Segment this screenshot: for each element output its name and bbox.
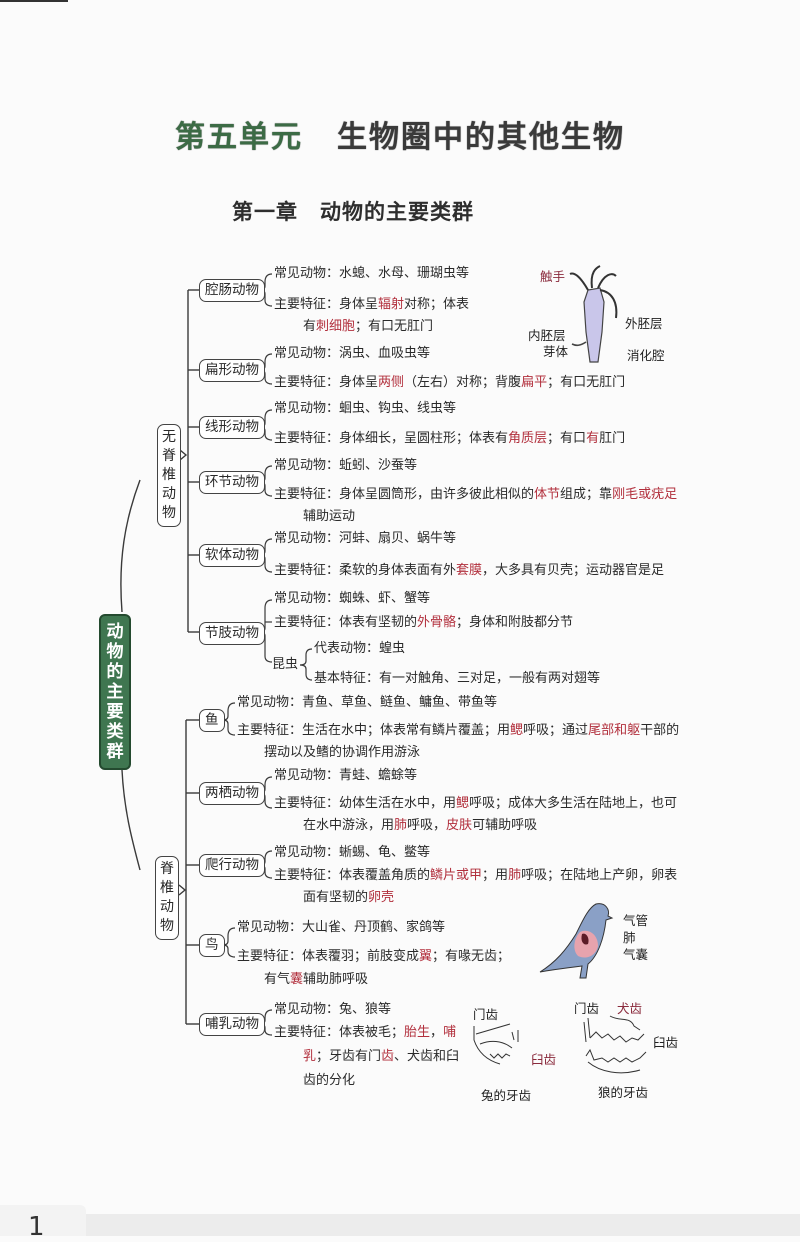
pigeon-label-airsac: 气囊 xyxy=(623,947,649,962)
reptilia-feature-2: 面有坚韧的卵壳 xyxy=(303,890,395,905)
rabbit-label-incisor: 门齿 xyxy=(473,1007,499,1022)
aves-feature-2: 有气囊辅助肺呼吸 xyxy=(264,972,369,987)
wolf-label-incisor: 门齿 xyxy=(574,1001,600,1016)
pigeon-illustration xyxy=(539,903,614,979)
chapter-title: 第一章动物的主要类群 xyxy=(232,196,474,226)
pigeon-label-lung: 肺 xyxy=(623,930,636,945)
hydra-illustration xyxy=(569,265,618,363)
arthropoda-feature-1: 主要特征：体表有坚韧的外骨骼；身体和附肢都分节 xyxy=(274,615,574,630)
reptilia-common: 常见动物：蜥蜴、龟、鳖等 xyxy=(274,845,431,860)
cnidaria-feature-1: 主要特征：身体呈辐射对称；体表 xyxy=(274,297,470,312)
amphibia-feature-1: 主要特征：幼体生活在水中，用鳃呼吸；成体大多生活在陆地上，也可 xyxy=(274,796,678,811)
aves-feature-1: 主要特征：体表覆羽；前肢变成翼；有喙无齿； xyxy=(237,949,511,964)
hydra-label-bud: 芽体 xyxy=(543,344,569,359)
rabbit-teeth-caption: 兔的牙齿 xyxy=(481,1088,532,1103)
wolf-teeth-caption: 狼的牙齿 xyxy=(598,1085,649,1100)
nematoda-feature-1: 主要特征：身体细长，呈圆柱形；体表有角质层；有口有肛门 xyxy=(274,431,626,446)
pigeon-label-trachea: 气管 xyxy=(623,913,649,928)
mammalia-feature-1: 主要特征：体表被毛；胎生，哺 xyxy=(274,1025,457,1040)
reptilia-feature-1: 主要特征：体表覆盖角质的鳞片或甲；用肺呼吸；在陆地上产卵，卵表 xyxy=(274,868,678,883)
hydra-label-tentacle: 触手 xyxy=(540,269,566,284)
insect-rep: 代表动物：蝗虫 xyxy=(314,641,406,656)
annelida-feature-2: 辅助运动 xyxy=(303,509,356,524)
node-annelida: 环节动物 xyxy=(199,471,265,494)
aves-common: 常见动物：大山雀、丹顶鹤、家鸽等 xyxy=(237,920,446,935)
mammalia-common: 常见动物：兔、狼等 xyxy=(274,1002,392,1017)
mammalia-feature-2: 乳；牙齿有门齿、犬齿和臼 xyxy=(303,1049,460,1064)
unit-name: 生物圈中的其他生物 xyxy=(337,120,625,155)
nematoda-common: 常见动物：蛔虫、钩虫、线虫等 xyxy=(274,401,457,416)
chapter-number: 第一章 xyxy=(232,200,298,224)
group-invertebrates: 无脊椎动物 xyxy=(157,424,181,527)
insect-basic: 基本特征：有一对触角、三对足，一般有两对翅等 xyxy=(314,671,601,686)
platyhelminthes-feature-1: 主要特征：身体呈两侧（左右）对称；背腹扁平；有口无肛门 xyxy=(274,375,626,390)
node-fish: 鱼 xyxy=(199,709,225,732)
hydra-label-ectoderm: 外胚层 xyxy=(625,316,663,331)
node-cnidaria: 腔肠动物 xyxy=(199,279,265,302)
fish-common: 常见动物：青鱼、草鱼、鲢鱼、鳙鱼、带鱼等 xyxy=(237,695,498,710)
node-arthropoda: 节肢动物 xyxy=(199,622,265,645)
arthropoda-common: 常见动物：蜘蛛、虾、蟹等 xyxy=(274,591,431,606)
cnidaria-feature-2: 有刺细胞；有口无肛门 xyxy=(303,319,434,334)
node-nematoda: 线形动物 xyxy=(199,416,265,439)
node-mollusca: 软体动物 xyxy=(199,544,265,567)
node-aves: 鸟 xyxy=(199,934,225,957)
mollusca-common: 常见动物：河蚌、扇贝、蜗牛等 xyxy=(274,531,457,546)
chapter-name: 动物的主要类群 xyxy=(320,200,474,224)
root-node: 动物的主要类群 xyxy=(99,614,131,770)
rabbit-teeth-illustration xyxy=(473,1023,519,1065)
mollusca-feature-1: 主要特征：柔软的身体表面有外套膜，大多具有贝壳；运动器官是足 xyxy=(274,563,665,578)
wolf-teeth-illustration xyxy=(583,1015,647,1074)
annelida-common: 常见动物：蚯蚓、沙蚕等 xyxy=(274,458,418,473)
cnidaria-common: 常见动物：水螅、水母、珊瑚虫等 xyxy=(274,266,470,281)
node-reptilia: 爬行动物 xyxy=(199,854,265,877)
amphibia-feature-2: 在水中游泳，用肺呼吸，皮肤可辅助呼吸 xyxy=(303,818,538,833)
node-platyhelminthes: 扁形动物 xyxy=(199,359,265,382)
page-number: 1 xyxy=(28,1212,45,1242)
wolf-label-molar: 臼齿 xyxy=(653,1035,679,1050)
wolf-label-canine: 犬齿 xyxy=(617,1001,643,1016)
rabbit-label-molar: 臼齿 xyxy=(531,1052,557,1067)
amphibia-common: 常见动物：青蛙、蟾蜍等 xyxy=(274,768,418,783)
top-rule xyxy=(0,0,68,2)
mammalia-feature-3: 齿的分化 xyxy=(303,1073,356,1088)
hydra-label-gastrovascular: 消化腔 xyxy=(627,348,665,363)
fish-feature-2: 摆动以及鳍的协调作用游泳 xyxy=(264,745,421,760)
node-mammalia: 哺乳动物 xyxy=(199,1013,265,1036)
group-vertebrates: 脊椎动物 xyxy=(155,856,179,940)
footer-tab xyxy=(0,1205,86,1236)
annelida-feature-1: 主要特征：身体呈圆筒形，由许多彼此相似的体节组成；靠刚毛或疣足 xyxy=(274,487,678,502)
fish-feature-1: 主要特征：生活在水中；体表常有鳞片覆盖；用鳃呼吸；通过尾部和躯干部的 xyxy=(237,723,680,738)
unit-title: 第五单元生物圈中的其他生物 xyxy=(0,112,800,156)
unit-number: 第五单元 xyxy=(175,120,303,155)
footer-bar xyxy=(0,1214,800,1236)
insect-label: 昆虫 xyxy=(272,657,299,672)
node-amphibia: 两栖动物 xyxy=(199,782,265,805)
platyhelminthes-common: 常见动物：涡虫、血吸虫等 xyxy=(274,346,431,361)
hydra-label-endoderm: 内胚层 xyxy=(528,328,566,343)
